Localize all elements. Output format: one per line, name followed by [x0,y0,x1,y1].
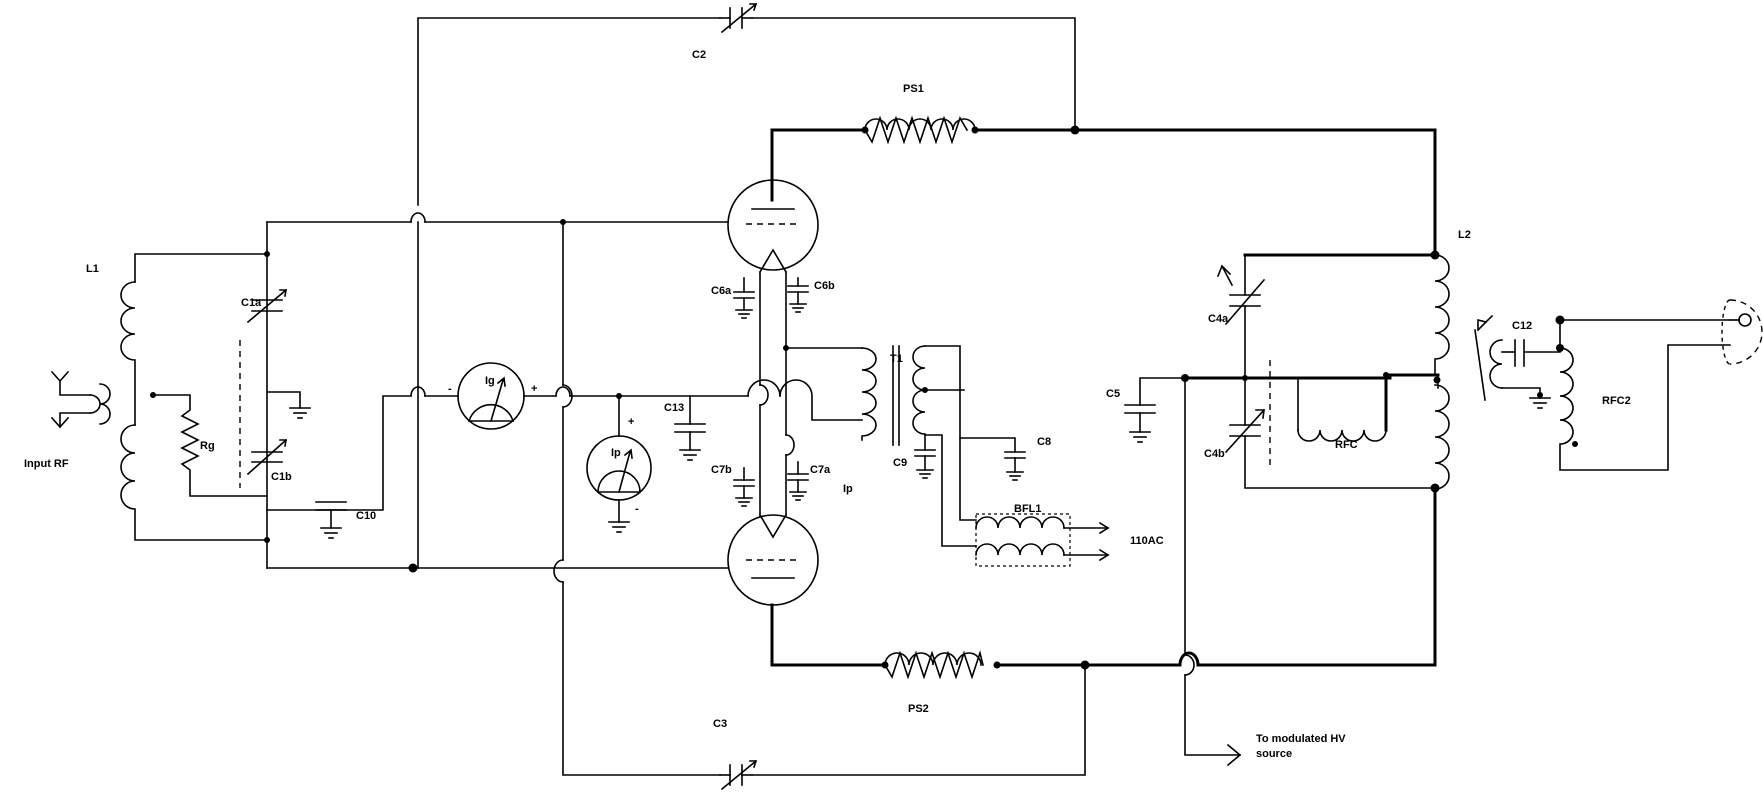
label-bfl1: BFL1 [1014,503,1042,515]
label-l1: L1 [86,263,99,275]
capacitor-c4a [1216,253,1437,379]
label-ig-minus: - [448,383,452,395]
c3-feedback-wire [751,664,1086,776]
capacitor-c7a [787,461,809,501]
capacitor-c1a [246,288,288,324]
label-ps1: PS1 [903,83,924,95]
rf-choke-rfc2 [1559,319,1731,471]
label-c7b: C7b [711,464,732,476]
capacitor-c6a [733,277,755,319]
label-hv-line2: source [1256,748,1292,760]
capacitor-c8 [959,437,1026,481]
label-c5: C5 [1106,388,1120,400]
label-c3: C3 [713,718,727,730]
rf-choke-rfc [1244,372,1440,442]
label-c8: C8 [1037,436,1051,448]
capacitor-c7b [733,467,755,507]
capacitor-c9 [914,434,936,479]
label-c13: C13 [664,402,684,414]
c2-feedback-wire [417,17,1076,206]
label-rg: Rg [200,440,215,452]
capacitor-c10 [266,386,426,539]
vacuum-tube-top [727,179,819,274]
capacitor-c2 [719,2,758,34]
grid-current-meter-ig [457,362,525,430]
label-hv-line1: To modulated HV [1256,733,1346,745]
capacitor-c5 [1124,377,1186,443]
parasitic-suppressor-ps2 [770,486,1437,680]
label-c2: C2 [692,49,706,61]
plate-current-meter-ip [586,395,652,533]
filament-transformer-t1 [861,345,977,547]
label-rfc2: RFC2 [1602,395,1631,407]
label-c1a: C1a [241,297,262,309]
resistor-rg [152,394,268,497]
hv-feed-line [1181,374,1392,767]
label-c10: C10 [356,510,376,522]
input-rf-connector [50,370,111,429]
label-rfc: RFC [1335,439,1358,451]
label-c4b: C4b [1204,448,1225,460]
label-input-rf: Input RF [24,458,69,470]
label-ip-minus: - [635,503,639,515]
line-filter-bfl1 [975,513,1110,567]
capacitor-c6b [787,277,809,313]
label-ig: Ig [485,375,495,387]
capacitor-c12 [1501,315,1565,367]
label-c6b: C6b [814,280,835,292]
capacitor-c1b [246,438,288,476]
label-ps2: PS2 [908,703,929,715]
label-ip-small: Ip [843,483,853,495]
output-link-coil [1474,314,1503,401]
label-ig-plus: + [531,383,537,395]
label-l2: L2 [1458,229,1471,241]
coax-output-connector[interactable] [1721,299,1763,365]
label-c4a: C4a [1208,313,1229,325]
label-110ac: 110AC [1130,535,1164,547]
label-c12: C12 [1512,320,1532,332]
label-c7a: C7a [810,464,831,476]
label-c1b: C1b [271,471,292,483]
filament-wiring [747,271,863,516]
capacitor-c3 [719,759,758,791]
label-c9: C9 [893,457,907,469]
inductor-l2 [1430,250,1450,493]
label-ip: Ip [611,447,621,459]
capacitor-c4b [1224,377,1436,489]
label-t1: T1 [890,353,903,365]
vacuum-tube-bottom [727,513,819,606]
parasitic-suppressor-ps1 [770,115,1437,257]
capacitor-c13 [674,395,706,461]
label-c6a: C6a [711,285,732,297]
label-ip-plus: + [628,416,634,428]
